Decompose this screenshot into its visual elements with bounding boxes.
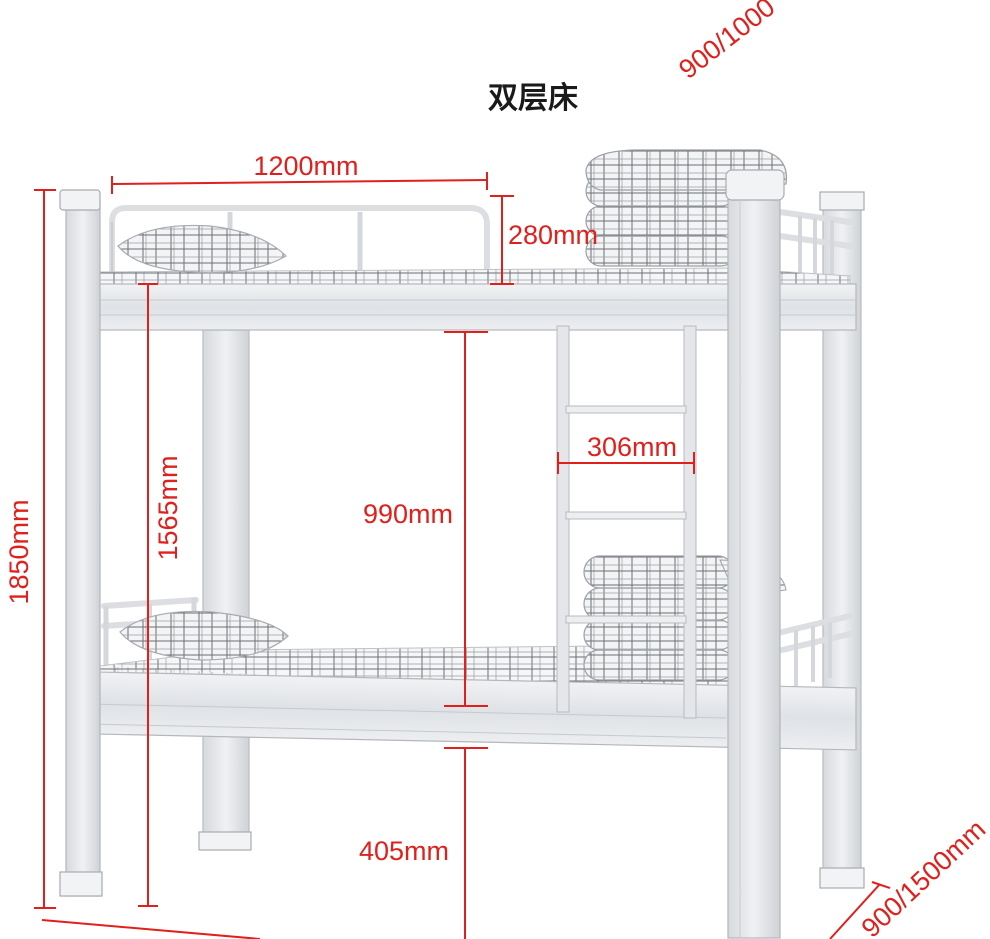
width-top-label: 900/1000 (673, 0, 780, 85)
back-left-post (198, 329, 252, 851)
diagram-title: 双层床 (488, 81, 578, 116)
width-bottom-label: 900/1500mm (856, 814, 990, 939)
front-right-post (725, 169, 785, 939)
upper-bunk (85, 149, 857, 331)
ladder (556, 325, 697, 719)
ladder-width-label: 306mm (587, 432, 677, 462)
dimension-lines (34, 172, 891, 939)
upper-height-label: 1565mm (153, 455, 183, 560)
front-left-post (59, 189, 103, 897)
length-label: 1200mm (253, 151, 358, 181)
bed-gap-label: 990mm (363, 499, 453, 529)
upper-quilt-stack (585, 149, 788, 267)
total-height-label: 1850mm (4, 499, 34, 604)
lower-height-label: 405mm (359, 836, 449, 866)
guard-height-label: 280mm (508, 220, 598, 250)
